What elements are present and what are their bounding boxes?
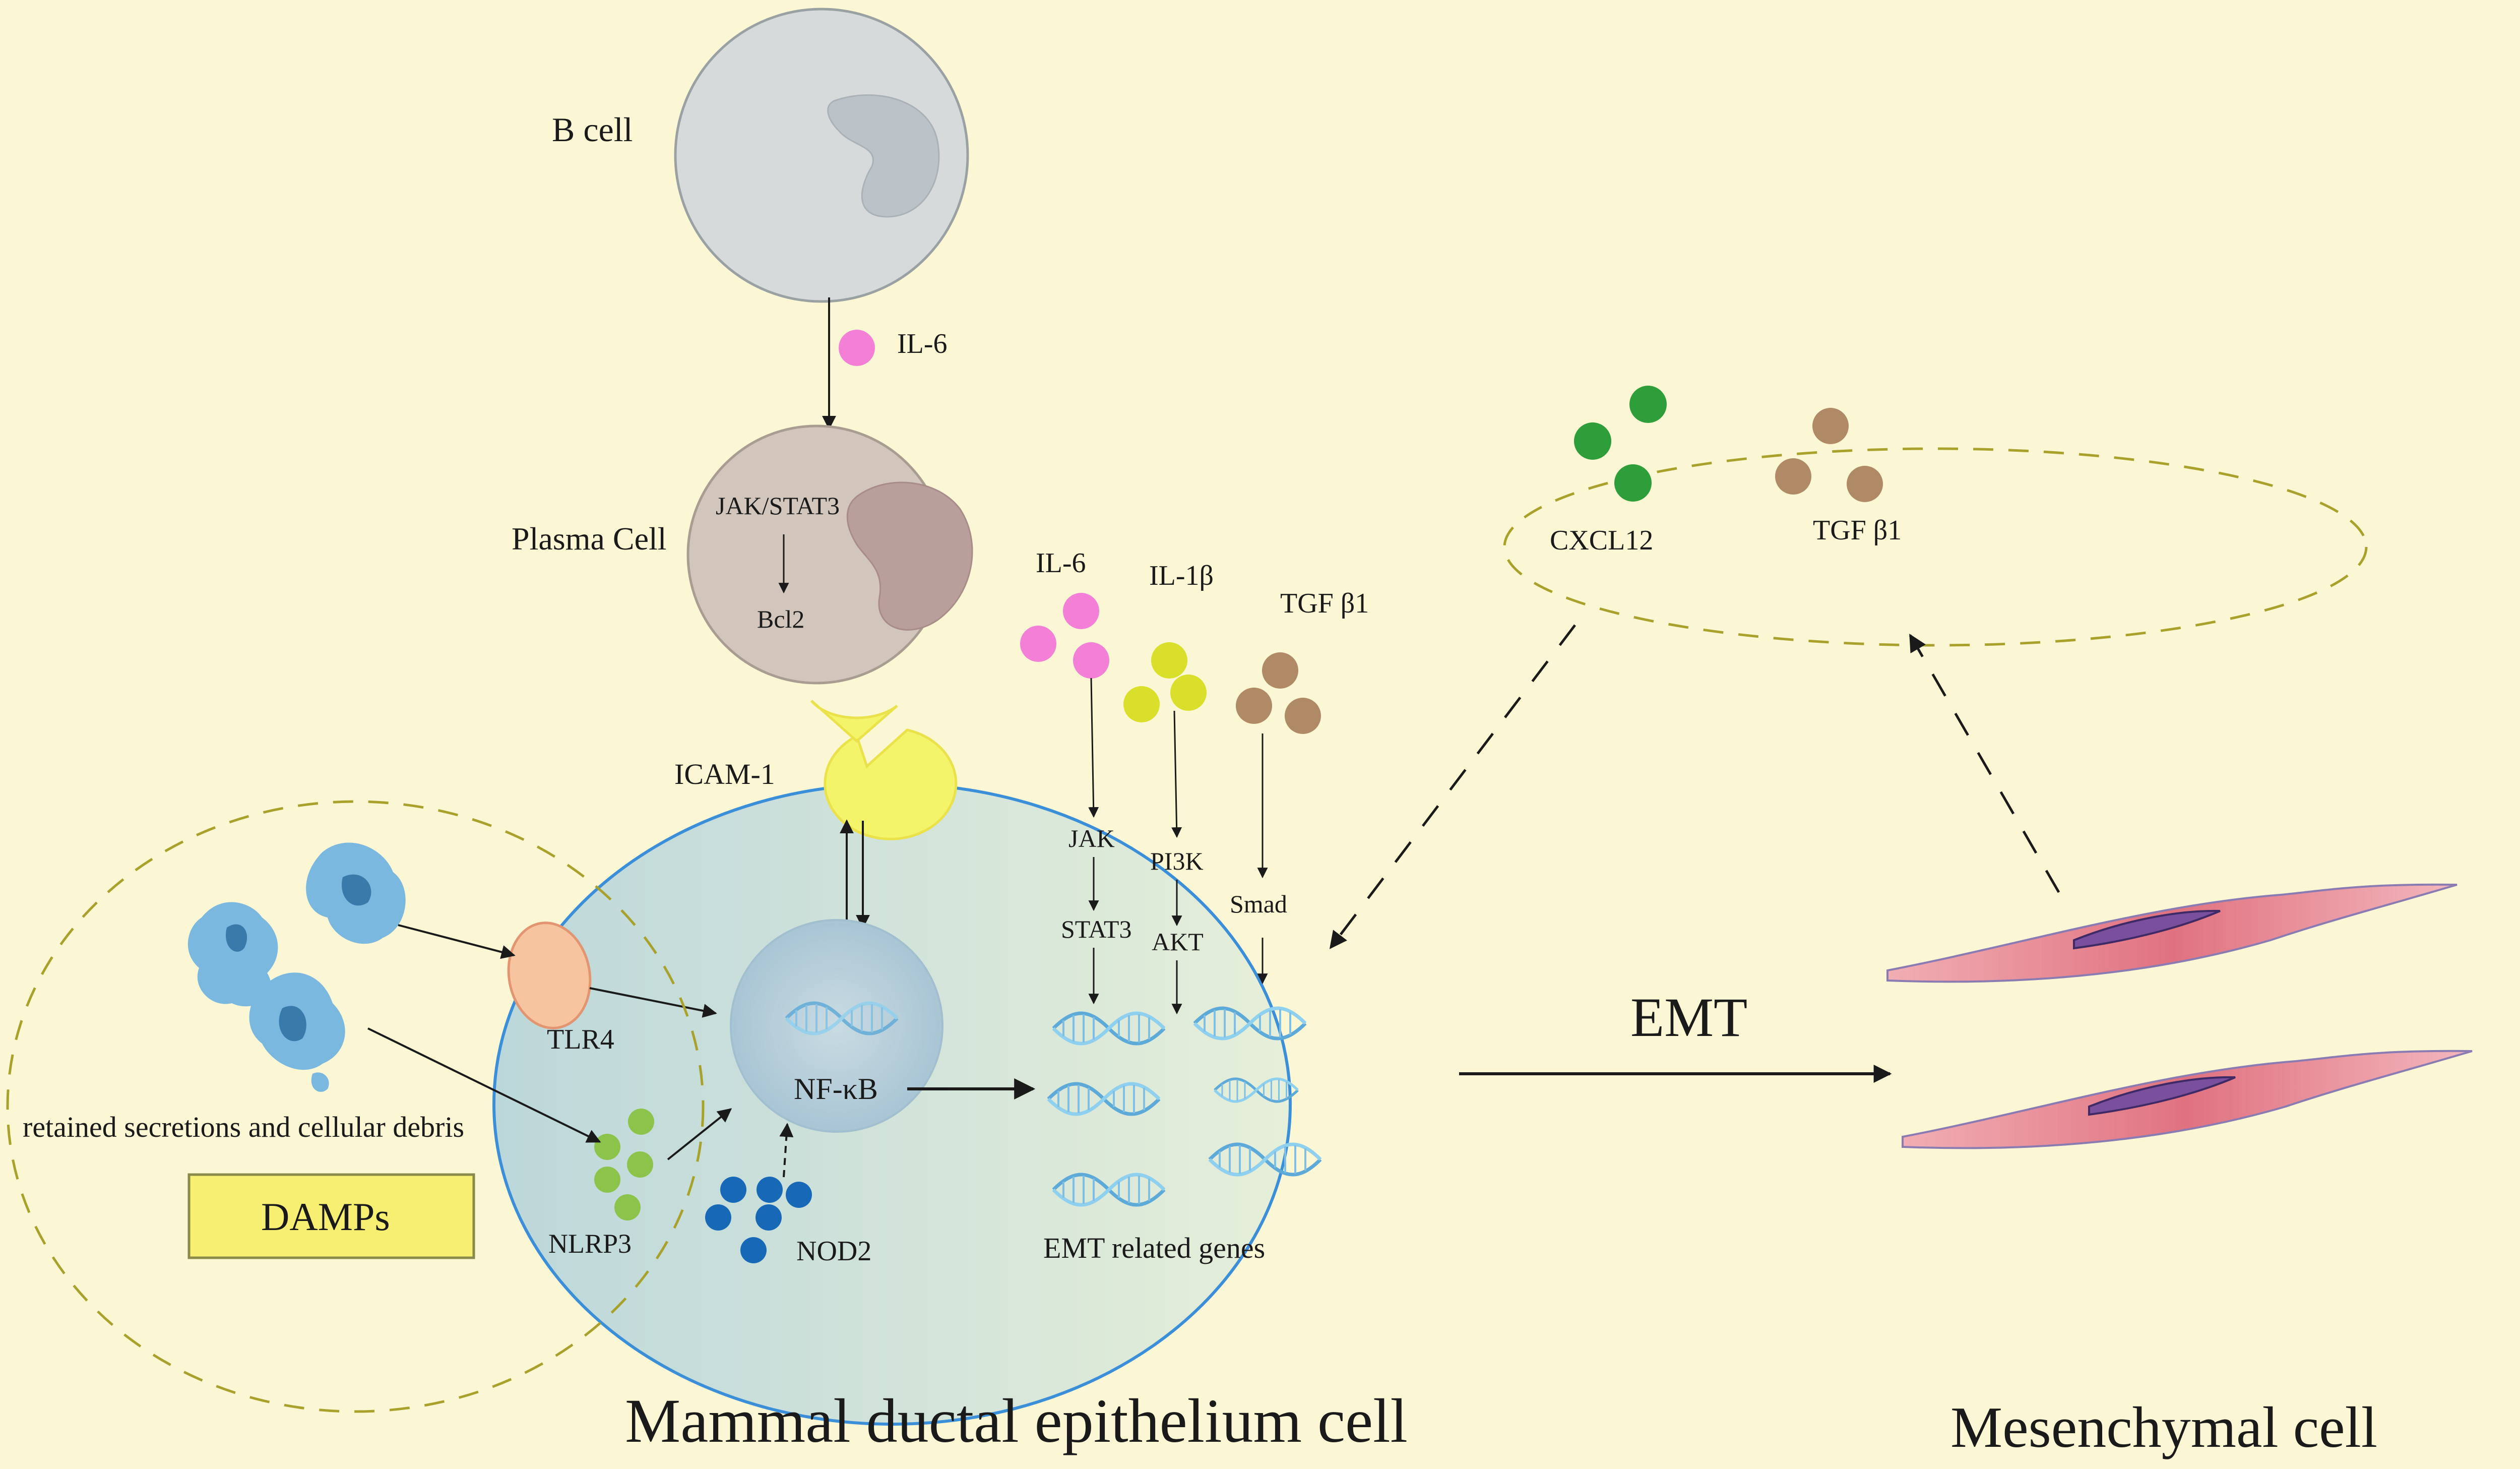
mesenchymal-to-secretion-arrow [1909,633,2060,893]
tgfb1-cluster [1236,652,1321,734]
il6-c-label: IL-6 [1036,547,1086,579]
nod2-cluster [705,1177,812,1263]
cxcl12-cluster [1574,386,1667,502]
debris-to-tlr4-arrow [398,924,516,959]
tlr4-label: TLR4 [547,1024,614,1055]
emt-genes-label: EMT related genes [1043,1232,1265,1264]
nod2-to-nfkb-arrow [779,1123,794,1178]
epithelium-label: Mammal ductal epithelium cell [625,1386,1408,1455]
il6-b-label: IL-6 [897,328,948,359]
secretion-to-epithelium-arrow [1329,624,1576,949]
damps-label: DAMPs [261,1195,390,1239]
nod2-label: NOD2 [796,1236,871,1267]
damps-box [187,1173,475,1259]
jak-stat3-label: JAK/STAT3 [716,492,840,520]
b-cell-label: B cell [552,110,633,149]
emt-label: EMT [1630,987,1747,1048]
nfkb-label: NF-κB [794,1072,878,1106]
il6-molecule [839,330,875,366]
debris-to-nlrp3-arrow [367,1027,601,1143]
il6-cluster [1020,593,1109,679]
cellular-debris [187,842,406,1092]
tgfb1-c-label: TGF β1 [1280,588,1369,619]
plasma-cell-label: Plasma Cell [512,521,667,557]
icam1-receptor [810,700,958,840]
il1b-to-pi3k-arrow [1171,710,1182,838]
cxcl12-label: CXCL12 [1550,525,1653,556]
secretion-region [1503,447,2368,647]
damps-region [6,800,705,1413]
nlrp3-label: NLRP3 [548,1229,632,1259]
stat3-label: STAT3 [1061,915,1131,943]
debris-label: retained secretions and cellular debris [23,1111,464,1143]
il1b-cluster [1123,642,1207,722]
nlrp3-to-nfkb-arrow [667,1108,732,1160]
il6-to-jak-arrow [1088,678,1099,818]
tgfb1-r-cluster [1775,408,1883,502]
b-cell [674,8,969,303]
jak-label: JAK [1068,824,1115,852]
icam1-label: ICAM-1 [674,758,775,790]
pi3k-label: PI3K [1150,847,1204,875]
nucleus [730,919,943,1133]
akt-label: AKT [1152,928,1204,956]
smad-label: Smad [1230,890,1287,918]
bcl2-label: Bcl2 [757,605,804,633]
tlr4-receptor [507,922,592,1029]
tlr4-to-nfkb-arrow [589,987,717,1018]
il1b-label: IL-1β [1149,560,1214,591]
tgfb1-r-label: TGF β1 [1813,515,1902,546]
mesenchymal-label: Mesenchymal cell [1950,1395,2377,1460]
plasma-cell [686,424,973,685]
